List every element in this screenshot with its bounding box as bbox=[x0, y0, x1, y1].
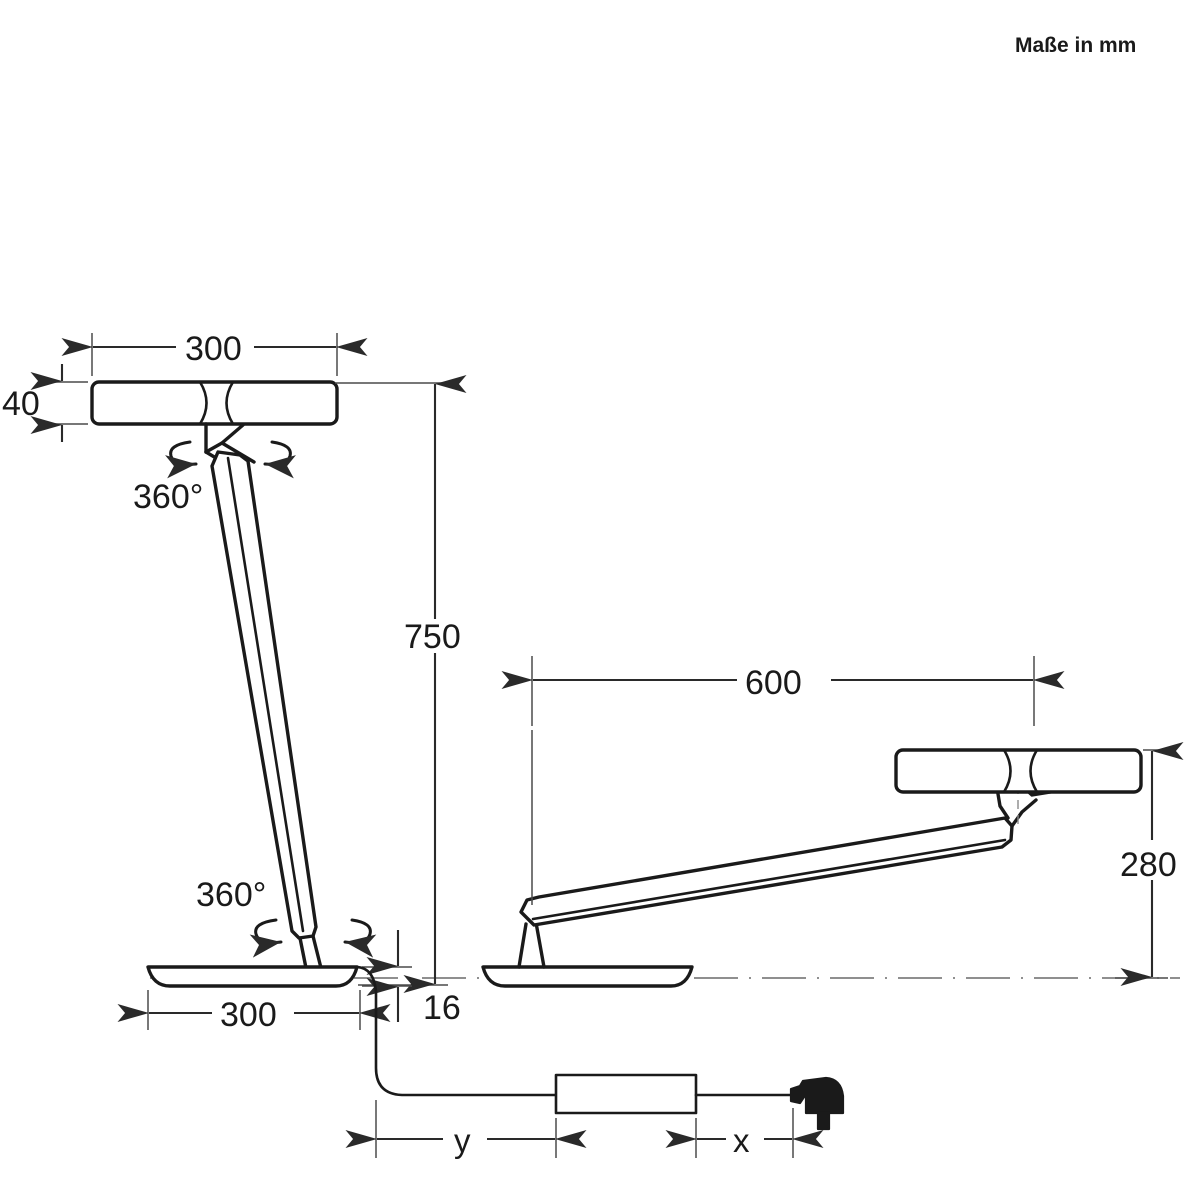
right-view-lamp bbox=[481, 748, 1143, 988]
dimension-total-height-left: 750 bbox=[335, 374, 467, 994]
dimension-head-thickness-left: 40 bbox=[2, 364, 88, 442]
rotation-label-head-left: 360° bbox=[133, 478, 203, 516]
lamp-base-right bbox=[481, 965, 694, 988]
power-cable-assembly: y x bbox=[345, 965, 845, 1159]
dimension-label-cable-x: x bbox=[733, 1122, 750, 1159]
dimension-cable-y: y bbox=[345, 1100, 587, 1159]
rotation-symbol-base-left: 360° bbox=[196, 876, 377, 958]
lamp-arm-right bbox=[519, 816, 1014, 927]
dimension-label-total-height-left: 750 bbox=[404, 618, 461, 656]
dimension-base-thickness-left: 16 bbox=[362, 930, 461, 1027]
lamp-arm-left bbox=[210, 450, 318, 940]
power-supply-box bbox=[554, 1073, 698, 1115]
lamp-base-left bbox=[146, 965, 359, 988]
dimension-reach-right: 600 bbox=[501, 656, 1065, 726]
dimension-label-head-width-left: 300 bbox=[185, 330, 242, 368]
dimension-cable-x: x bbox=[665, 1108, 824, 1159]
dimension-label-base-width-left: 300 bbox=[220, 996, 277, 1034]
dimension-base-width-left: 300 bbox=[117, 990, 391, 1034]
lamp-head-right bbox=[894, 748, 1143, 794]
left-view-lamp bbox=[90, 380, 359, 988]
dimension-label-cable-y: y bbox=[454, 1122, 471, 1159]
cable-from-base bbox=[355, 965, 558, 1097]
dimension-lowered-height-right: 280 bbox=[1115, 741, 1184, 987]
base-joint-left bbox=[298, 934, 323, 970]
dimension-label-head-thickness-left: 40 bbox=[2, 385, 40, 423]
mains-plug bbox=[789, 1076, 845, 1131]
dimension-label-lowered-height-right: 280 bbox=[1120, 846, 1177, 884]
rotation-label-base-left: 360° bbox=[196, 876, 266, 914]
dimension-label-base-thickness-left: 16 bbox=[423, 989, 461, 1027]
dimension-head-width-left: 300 bbox=[61, 327, 368, 376]
units-note: Maße in mm bbox=[1015, 34, 1136, 57]
rotation-symbol-head-left: 360° bbox=[133, 440, 296, 516]
dimension-label-reach-right: 600 bbox=[745, 664, 802, 702]
lamp-head-left bbox=[90, 380, 339, 426]
